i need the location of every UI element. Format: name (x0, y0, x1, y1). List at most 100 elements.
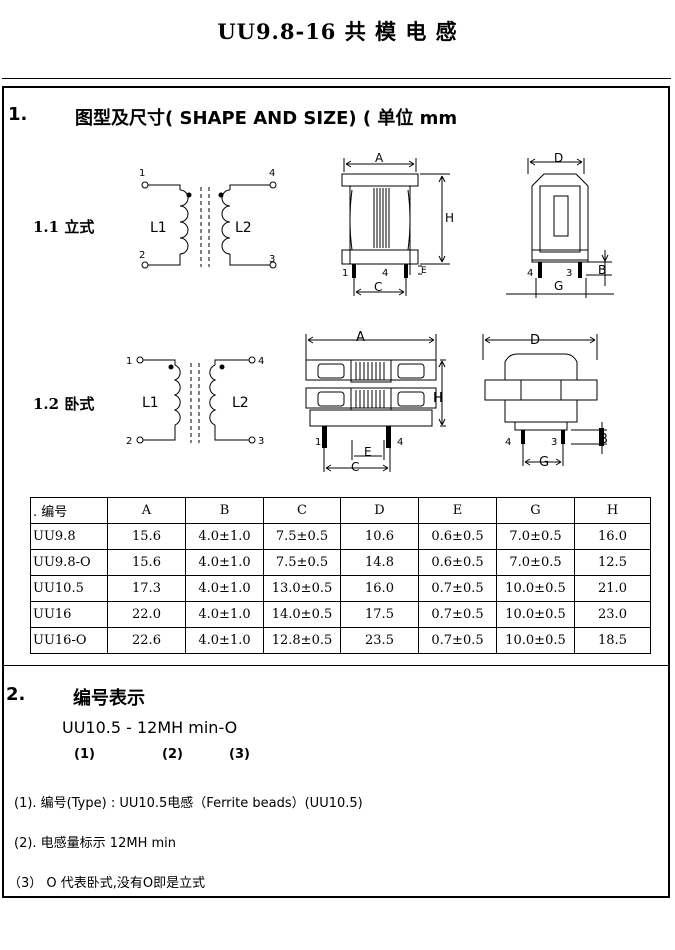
dim-h-label: H (445, 211, 454, 225)
h-dim-c-label: C (351, 460, 359, 474)
h-coil-l2-label: L2 (232, 395, 249, 411)
table-cell: 7.5±0.5 (263, 523, 341, 550)
table-cell: 0.7±0.5 (418, 575, 497, 602)
note-inductance: (2). 电感量标示 12MH min (14, 836, 176, 851)
table-cell: 17.5 (340, 601, 419, 628)
section-divider (2, 665, 670, 666)
pin-3-label: 3 (269, 254, 275, 265)
pin-4-label: 4 (269, 168, 275, 179)
dim-g-label: G (554, 279, 563, 293)
table-row: UU9.8 15.6 4.0±1.0 7.5±0.5 10.6 0.6±0.5 … (30, 523, 651, 550)
h-coil-l1-label: L1 (142, 395, 159, 411)
h-side-pin-4-label: 4 (505, 437, 511, 448)
table-cell: 0.6±0.5 (418, 549, 497, 576)
vertical-front-view: A H C E 1 4 (341, 151, 454, 296)
table-cell: 7.5±0.5 (263, 549, 341, 576)
table-cell: 7.0±0.5 (496, 549, 575, 576)
h-pin-2-label: 2 (126, 436, 132, 447)
table-cell: 7.0±0.5 (496, 523, 575, 550)
vertical-schematic: 1 2 4 3 L1 L2 (139, 168, 277, 269)
note-orientation: （3） O 代表卧式,没有O即是立式 (8, 876, 206, 891)
table-cell: 16.0 (574, 523, 651, 550)
table-cell: 10.6 (340, 523, 419, 550)
table-cell: 0.6±0.5 (418, 523, 497, 550)
table-cell: 23.5 (340, 627, 419, 654)
col-header-a: A (107, 497, 186, 524)
horizontal-type-label: 1.2 卧式 (33, 395, 95, 413)
col-header-e: E (418, 497, 497, 524)
note-type: (1). 编号(Type) : UU10.5电感（Ferrite beads）(… (14, 796, 363, 811)
side-pin-3-label: 3 (566, 268, 572, 279)
table-row: UU16-O 22.6 4.0±1.0 12.8±0.5 23.5 0.7±0.… (30, 627, 651, 654)
table-cell: 12.8±0.5 (263, 627, 341, 654)
page-title: UU9.8-16 共 模 电 感 (217, 19, 458, 44)
table-cell: 12.5 (574, 549, 651, 576)
horizontal-front-view: A H E C 1 4 (305, 330, 446, 474)
table-cell: 4.0±1.0 (185, 549, 264, 576)
table-cell: 22.6 (107, 627, 186, 654)
table-cell: UU16 (30, 601, 108, 628)
table-cell: 23.0 (574, 601, 651, 628)
h-front-pin-1-label: 1 (315, 437, 321, 448)
h-pin-4-label: 4 (258, 356, 264, 367)
h-side-pin-3-label: 3 (551, 437, 557, 448)
section1-title: 图型及尺寸( SHAPE AND SIZE) ( 单位 mm (75, 108, 458, 129)
table-cell: 14.8 (340, 549, 419, 576)
code-part-1: (1) (74, 747, 95, 762)
h-dim-g-label: G (539, 455, 549, 470)
side-pin-4-label: 4 (527, 268, 533, 279)
col-header-model: . 编号 (30, 497, 108, 524)
table-cell: 14.0±0.5 (263, 601, 341, 628)
h-dim-a-label: A (356, 330, 365, 345)
table-row: UU9.8-O 15.6 4.0±1.0 7.5±0.5 14.8 0.6±0.… (30, 549, 651, 576)
table-cell: 0.7±0.5 (418, 627, 497, 654)
h-front-pin-4-label: 4 (397, 437, 403, 448)
table-cell: UU9.8-O (30, 549, 108, 576)
col-header-d: D (340, 497, 419, 524)
dim-e-label: E (421, 266, 427, 276)
dim-c-label: C (374, 280, 382, 294)
section2-number: 2. (6, 684, 26, 705)
table-cell: 13.0±0.5 (263, 575, 341, 602)
table-cell: 15.6 (107, 549, 186, 576)
part-number-code: UU10.5 - 12MH min-O (62, 718, 238, 737)
h-pin-3-label: 3 (258, 436, 264, 447)
vertical-type-label: 1.1 立式 (33, 218, 95, 236)
col-header-b: B (185, 497, 264, 524)
pin-1-label: 1 (139, 168, 145, 179)
table-cell: 10.0±0.5 (496, 575, 575, 602)
dim-b-label: B (598, 263, 606, 277)
front-pin-4-label: 4 (382, 268, 388, 279)
table-cell: 4.0±1.0 (185, 575, 264, 602)
coil-l1-label: L1 (150, 220, 167, 236)
table-cell: 16.0 (340, 575, 419, 602)
dim-a-label: A (375, 151, 384, 165)
table-cell: 10.0±0.5 (496, 627, 575, 654)
h-dim-d-label: D (530, 333, 540, 348)
h-dim-b-label: B (599, 432, 608, 447)
dim-d-label: D (554, 151, 563, 165)
table-cell: 22.0 (107, 601, 186, 628)
table-cell: 17.3 (107, 575, 186, 602)
table-cell: UU10.5 (30, 575, 108, 602)
document-frame (2, 86, 670, 898)
table-cell: 0.7±0.5 (418, 601, 497, 628)
table-cell: 15.6 (107, 523, 186, 550)
horizontal-side-view: D B G 4 3 (482, 333, 608, 470)
table-cell: 18.5 (574, 627, 651, 654)
col-header-g: G (496, 497, 575, 524)
pin-2-label: 2 (139, 250, 145, 261)
code-part-2: (2) (162, 747, 183, 762)
table-cell: 10.0±0.5 (496, 601, 575, 628)
h-dim-e-label: E (364, 445, 372, 459)
table-header-row: . 编号 A B C D E G H (30, 497, 651, 524)
table-row: UU10.5 17.3 4.0±1.0 13.0±0.5 16.0 0.7±0.… (30, 575, 651, 602)
col-header-c: C (263, 497, 341, 524)
horizontal-schematic: 1 2 4 3 L1 L2 (126, 356, 264, 447)
section1-number: 1. (8, 104, 28, 125)
table-cell: 4.0±1.0 (185, 523, 264, 550)
table-cell: 4.0±1.0 (185, 601, 264, 628)
table-cell: UU16-O (30, 627, 108, 654)
table-row: UU16 22.0 4.0±1.0 14.0±0.5 17.5 0.7±0.5 … (30, 601, 651, 628)
spec-table: . 编号 A B C D E G H UU9.8 15.6 4.0±1.0 7.… (30, 497, 651, 654)
